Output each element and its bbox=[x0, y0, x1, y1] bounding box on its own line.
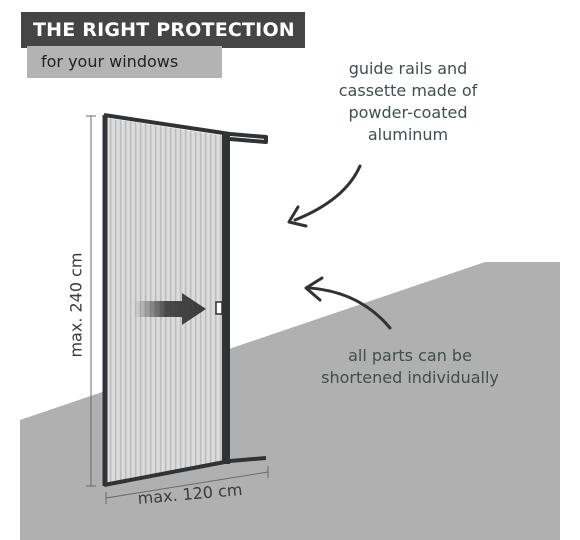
note-line: aluminum bbox=[367, 125, 449, 144]
handle bbox=[215, 301, 223, 315]
note-line: powder-coated bbox=[348, 103, 468, 122]
note-line: cassette made of bbox=[338, 81, 478, 100]
note-guide-rails: guide rails and cassette made of powder-… bbox=[318, 58, 498, 146]
curved-arrow-bottom bbox=[308, 286, 392, 330]
width-dimension-line bbox=[105, 471, 269, 499]
subtitle-banner: for your windows bbox=[27, 46, 222, 78]
floor-plane bbox=[20, 262, 560, 540]
note-shortened: all parts can be shortened individually bbox=[300, 345, 520, 389]
bottom-rail bbox=[103, 456, 267, 487]
height-dimension-label: max. 240 cm bbox=[66, 252, 86, 358]
note-line: shortened individually bbox=[321, 368, 499, 387]
top-rail bbox=[103, 113, 268, 144]
note-line: guide rails and bbox=[348, 59, 468, 78]
curved-arrow-top bbox=[293, 164, 362, 222]
direction-arrow bbox=[134, 293, 206, 325]
title-banner: THE RIGHT PROTECTION bbox=[21, 12, 305, 48]
note-line: all parts can be bbox=[348, 346, 472, 365]
side-cassette bbox=[222, 134, 230, 464]
